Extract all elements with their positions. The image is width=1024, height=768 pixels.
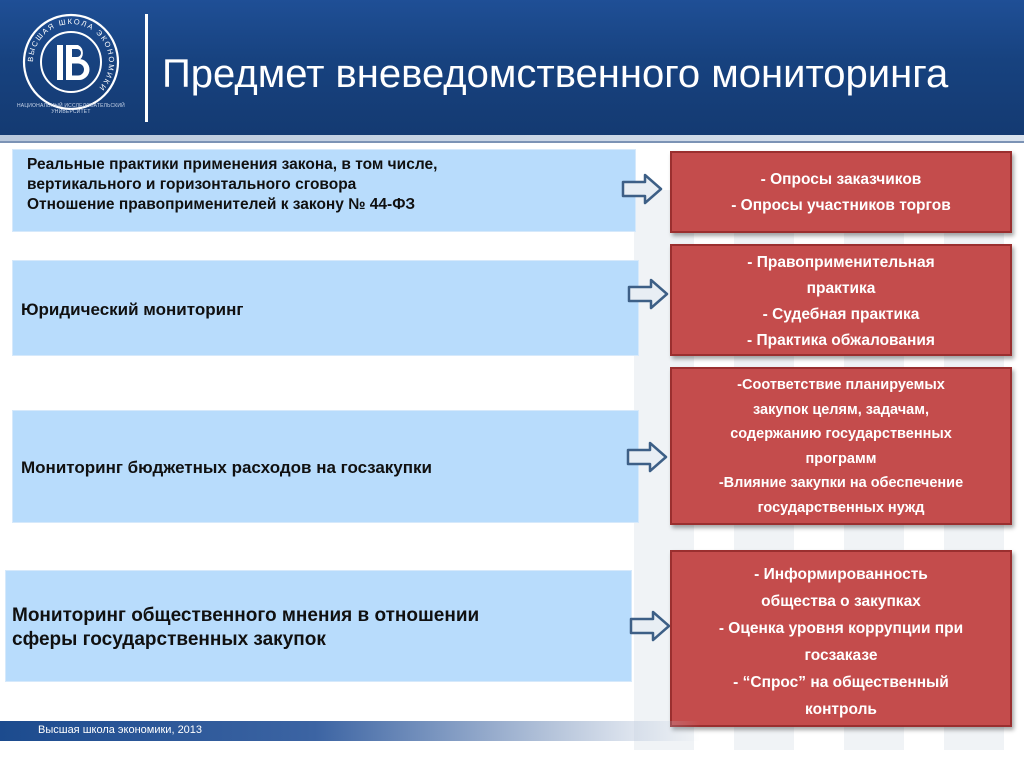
topic-box-public-opinion: Мониторинг общественного мнения в отноше…: [5, 570, 632, 682]
slide-header: ВЫСШАЯ ШКОЛА ЭКОНОМИКИ НАЦИОНАЛЬНЫЙ ИССЛ…: [0, 0, 1024, 135]
method-text-line: государственных нужд: [757, 499, 925, 516]
method-text-line: общества о закупках: [761, 593, 921, 610]
method-box-surveys: - Опросы заказчиков - Опросы участников …: [670, 151, 1012, 233]
method-text-line: - “Спрос” на общественный: [733, 674, 949, 691]
topic-text-line: Юридический мониторинг: [21, 300, 244, 319]
page-title: Предмет вневедомственного мониторинга: [162, 52, 949, 96]
arrow-right-icon: [626, 441, 668, 473]
method-text-line: -Соответствие планируемых: [737, 377, 945, 393]
arrow-right-icon: [627, 278, 669, 310]
method-text-line: практика: [806, 280, 876, 297]
topic-box-real-practices: Реальные практики применения закона, в т…: [12, 149, 636, 232]
method-text-line: содержанию государственных: [730, 426, 952, 442]
footer-bar: [0, 721, 700, 741]
topic-text-line: Мониторинг бюджетных расходов на госзаку…: [21, 458, 432, 477]
topic-box-legal-monitoring: Юридический мониторинг: [12, 260, 639, 356]
arrow-right-icon: [621, 173, 663, 205]
method-text-line: контроль: [805, 701, 877, 718]
method-text-line: - Оценка уровня коррупции при: [718, 620, 964, 637]
logo-caption: НАЦИОНАЛЬНЫЙ ИССЛЕДОВАТЕЛЬСКИЙ УНИВЕРСИТ…: [17, 103, 125, 115]
method-text-line: закупок целям, задачам,: [753, 401, 929, 418]
method-box-legal-practice: - Правоприменительная практика - Судебна…: [670, 244, 1012, 356]
topic-text-line: Отношение правоприменителей к закону № 4…: [27, 196, 416, 213]
topic-box-budget-monitoring: Мониторинг бюджетных расходов на госзаку…: [12, 410, 639, 523]
method-text-line: программ: [805, 450, 877, 467]
topic-text-line: сферы государственных закупок: [12, 629, 326, 650]
header-divider-line: [0, 141, 1024, 143]
method-text-line: - Информированность: [754, 566, 928, 583]
method-text-line: госзаказе: [804, 647, 878, 664]
method-box-public-awareness: - Информированность общества о закупках …: [670, 550, 1012, 727]
method-text-line: - Опросы участников торгов: [731, 197, 951, 214]
footer-text: Высшая школа экономики, 2013: [38, 724, 203, 736]
method-text-line: - Практика обжалования: [747, 332, 935, 349]
arrow-right-icon: [629, 610, 671, 642]
method-text-line: - Правоприменительная: [747, 254, 935, 271]
header-divider: [0, 135, 1024, 141]
hse-logo-icon: ВЫСШАЯ ШКОЛА ЭКОНОМИКИ: [20, 12, 122, 124]
method-text-line: - Судебная практика: [762, 306, 920, 323]
method-text-line: -Влияние закупки на обеспечение: [718, 475, 964, 491]
method-box-budget-compliance: -Соответствие планируемых закупок целям,…: [670, 367, 1012, 525]
topic-text-line: Мониторинг общественного мнения в отноше…: [12, 605, 480, 626]
title-divider: [145, 14, 148, 122]
topic-text-line: Реальные практики применения закона, в т…: [27, 156, 438, 173]
topic-text-line: вертикального и горизонтального сговора: [27, 176, 357, 193]
method-text-line: - Опросы заказчиков: [760, 171, 922, 188]
